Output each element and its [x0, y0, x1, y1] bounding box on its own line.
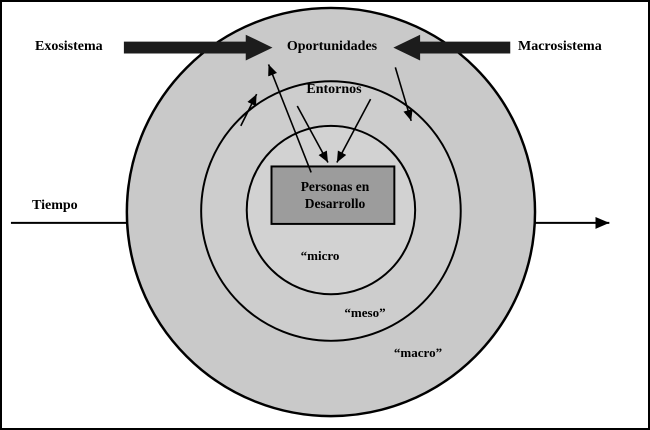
arrow-entornos-left-to-box: [296, 105, 329, 163]
macro-label: “macro”: [393, 345, 443, 360]
personas-line2: Desarrollo: [304, 196, 366, 211]
meso-label: “meso”: [344, 305, 386, 320]
personas-en-desarrollo-box: [270, 165, 396, 225]
arrow-meso-to-oportunidades: [240, 93, 258, 127]
arrow-oportunidades-to-meso: [394, 67, 413, 122]
arrow-center-to-oportunidades: [267, 64, 312, 173]
micro-label: “micro: [300, 248, 340, 263]
entornos-label: Entornos: [306, 82, 362, 97]
tiempo-label: Tiempo: [32, 198, 78, 213]
personas-line1: Personas en: [300, 179, 370, 194]
oportunidades-label: Oportunidades: [286, 39, 378, 54]
macrosistema-label: Macrosistema: [518, 39, 602, 54]
exosistema-block-arrow: [123, 34, 273, 61]
exosistema-label: Exosistema: [35, 39, 103, 54]
macrosistema-block-arrow: [393, 34, 511, 61]
arrow-entornos-right-to-box: [336, 98, 372, 163]
personas-en-desarrollo-label: Personas en Desarrollo: [301, 178, 370, 212]
